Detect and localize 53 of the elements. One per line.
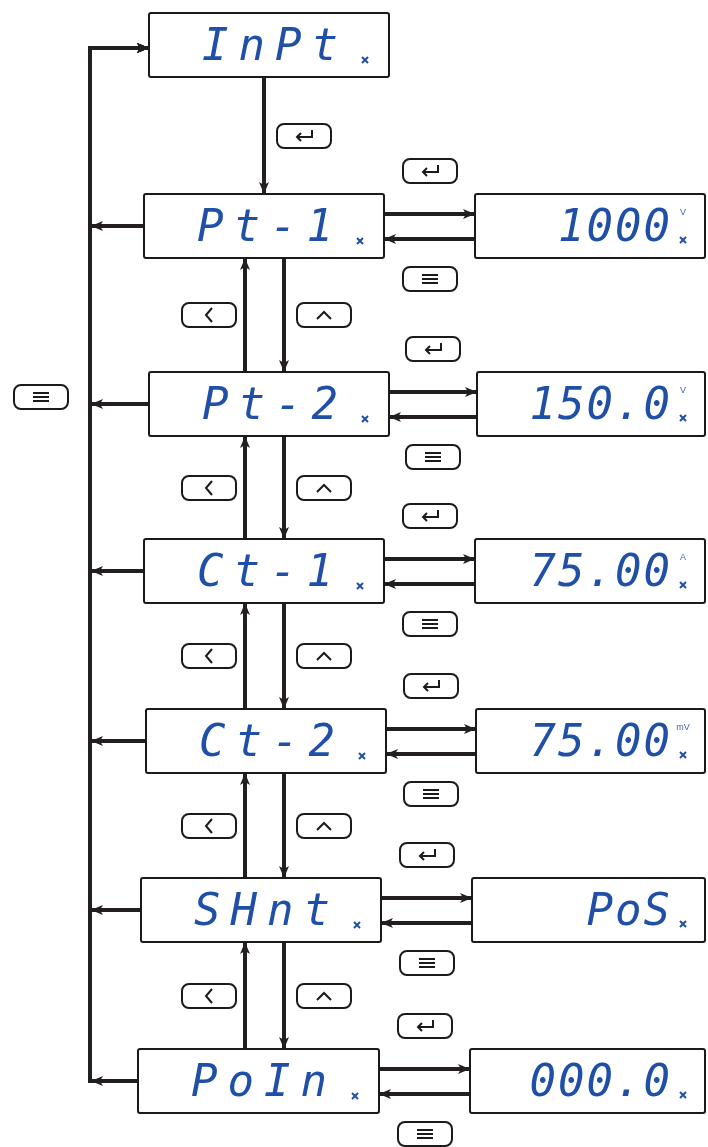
lcd-display [140, 877, 382, 943]
arrow [279, 604, 289, 709]
arrow [381, 918, 471, 928]
arrow [240, 603, 250, 708]
arrow [279, 943, 289, 1049]
display-reading: 1000 [558, 204, 672, 248]
arrow [387, 724, 476, 734]
arrow [384, 234, 474, 244]
display-reading: PoIn [191, 1059, 337, 1103]
arrow [390, 387, 477, 397]
lcd-display [137, 1048, 380, 1114]
arrow [259, 78, 269, 194]
arrow [279, 774, 289, 878]
lcd-display [475, 708, 706, 774]
lcd-display [143, 538, 385, 604]
arrow [382, 893, 472, 903]
display-reading: PoS [586, 888, 672, 932]
lcd-display [148, 371, 390, 437]
display-reading: Ct-2 [199, 719, 345, 763]
lcd-display [469, 1048, 706, 1114]
unit-label: mV [676, 723, 690, 732]
arrow [279, 437, 289, 539]
display-reading: 75.00 [529, 719, 672, 763]
display-reading: SHnt [194, 888, 340, 932]
lcd-display [148, 12, 390, 78]
arrow [240, 436, 250, 538]
display-reading: Pt-2 [202, 382, 348, 426]
lcd-display [145, 708, 387, 774]
arrow [389, 412, 476, 422]
arrow [386, 749, 475, 759]
arrow [379, 1089, 469, 1099]
unit-label: V [680, 386, 686, 395]
arrow [279, 259, 289, 372]
lcd-display [471, 877, 706, 943]
unit-label: A [680, 553, 686, 562]
arrow [240, 773, 250, 877]
unit-label: V [680, 208, 686, 217]
arrow [240, 258, 250, 371]
lcd-display [143, 193, 385, 259]
display-reading: Pt-1 [197, 204, 343, 248]
display-reading: 000.0 [529, 1059, 672, 1103]
arrow [240, 942, 250, 1048]
arrow [385, 554, 475, 564]
display-reading: InPt [202, 23, 348, 67]
lcd-display [474, 538, 706, 604]
arrow [380, 1064, 470, 1074]
display-reading: 75.00 [529, 549, 672, 593]
display-reading: 150.0 [529, 382, 672, 426]
display-reading: Ct-1 [197, 549, 343, 593]
lcd-display [474, 193, 706, 259]
lcd-display [476, 371, 706, 437]
arrow [384, 579, 474, 589]
arrow [385, 209, 475, 219]
